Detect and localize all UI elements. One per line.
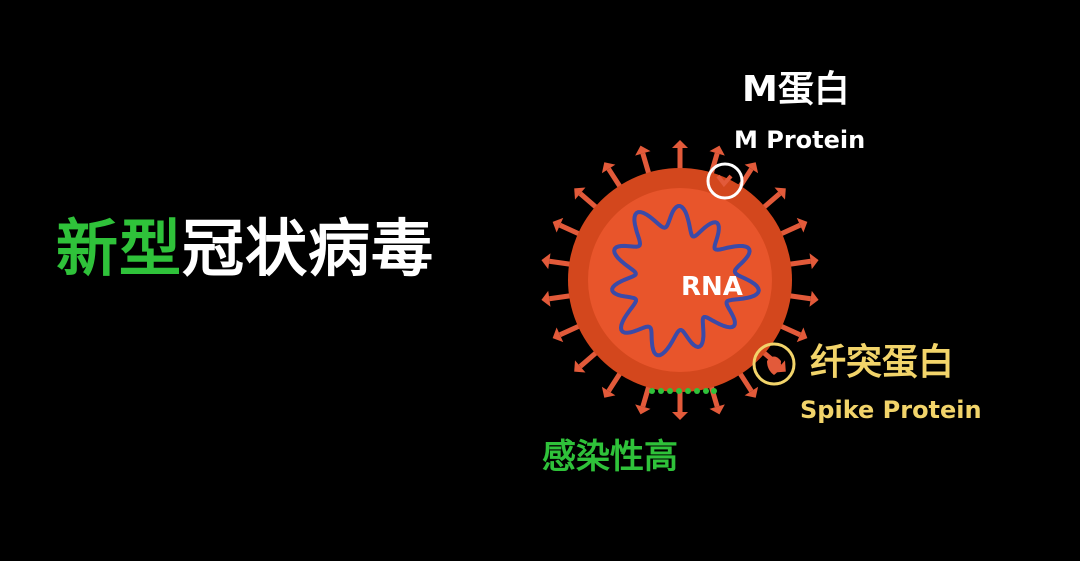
- spike-head: [809, 290, 819, 307]
- spike-head: [809, 253, 819, 270]
- spike-head: [601, 386, 616, 398]
- spike-stalk: [708, 382, 720, 408]
- m-protein-spike-icon: [716, 174, 733, 188]
- spike-head: [601, 162, 616, 174]
- spike-stalk: [558, 222, 583, 238]
- spike-head: [574, 360, 586, 373]
- spike-head: [635, 145, 651, 156]
- spike-head: [635, 404, 651, 415]
- rna-label: RNA: [681, 272, 743, 302]
- spike-head: [744, 386, 759, 398]
- spike-head: [574, 187, 586, 200]
- spike-protein-label-cn: 纤突蛋白: [810, 342, 955, 383]
- spike-head: [541, 253, 551, 270]
- spike-stalk: [578, 348, 601, 369]
- spike-head: [796, 217, 808, 233]
- m-protein-label-cn: M蛋白: [742, 69, 850, 110]
- spike-stalk: [640, 382, 652, 408]
- spike-head: [796, 327, 808, 343]
- spike-protein-icon: [767, 356, 781, 375]
- spike-stalk: [578, 191, 601, 212]
- spike-head: [672, 140, 688, 148]
- spike-protein-marker: [752, 342, 796, 386]
- m-protein-marker: [706, 162, 744, 200]
- rna-strand: [610, 204, 761, 358]
- spike-stalk: [759, 191, 782, 212]
- receptor-dots: [649, 388, 717, 394]
- title-highlight: 新型: [56, 212, 183, 285]
- m-protein-label-en: M Protein: [734, 126, 866, 154]
- spike-stalk: [640, 152, 652, 178]
- spike-head: [709, 404, 725, 415]
- spike-head: [744, 162, 759, 174]
- page-title: 新型冠状病毒: [56, 218, 434, 280]
- spike-head: [552, 217, 564, 233]
- title-rest: 冠状病毒: [182, 212, 435, 285]
- spike-protein-label-en: Spike Protein: [800, 396, 982, 424]
- spike-head: [774, 187, 786, 200]
- spike-head: [709, 145, 725, 156]
- spike-stalk: [777, 222, 802, 238]
- spike-head: [672, 412, 688, 420]
- spike-head: [552, 327, 564, 343]
- spike-head: [541, 290, 551, 307]
- infectivity-label: 感染性高: [542, 437, 678, 477]
